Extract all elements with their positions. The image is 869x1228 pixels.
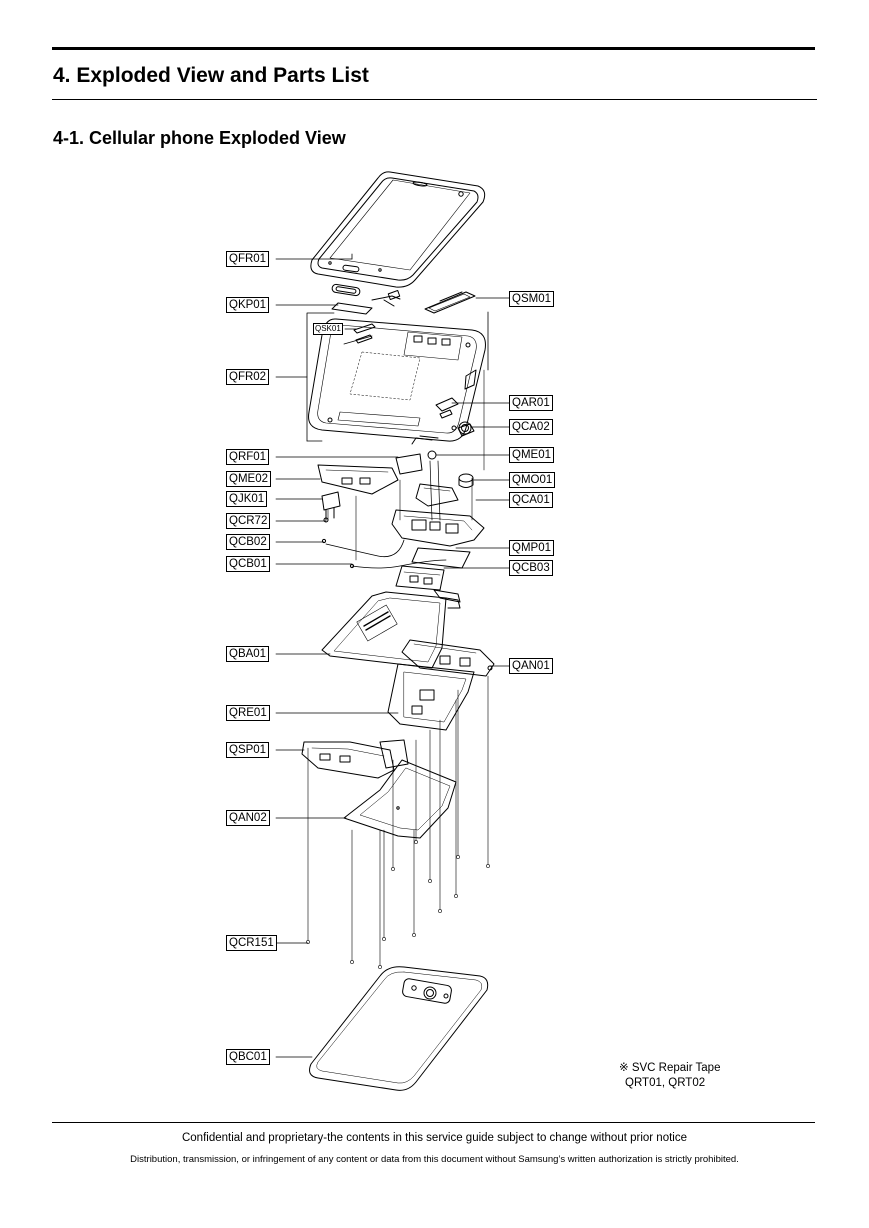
- section-title-rule: [52, 99, 817, 100]
- sim-tray: [424, 291, 476, 314]
- rear-camera-parts: [411, 369, 477, 445]
- motor-and-coax: [427, 450, 474, 521]
- part-label-qcb01: QCB01: [226, 556, 270, 572]
- repair-tape-note: ※ SVC Repair Tape QRT01, QRT02: [619, 1061, 720, 1091]
- part-label-qca01: QCA01: [509, 492, 553, 508]
- main-pcb: [391, 483, 485, 603]
- coax-cable: [325, 539, 447, 569]
- rear-bracket: [387, 663, 475, 731]
- part-label-qbc01: QBC01: [226, 1049, 270, 1065]
- part-label-qsp01: QSP01: [226, 742, 270, 758]
- back-cover: [309, 966, 489, 1091]
- part-label-qmo01: QMO01: [509, 472, 556, 488]
- home-key-assembly: [331, 283, 401, 315]
- wireless-charging-coil: [343, 759, 457, 839]
- battery: [321, 591, 461, 669]
- upper-antenna-bracket: [401, 639, 495, 677]
- receiver-speaker: [353, 323, 376, 344]
- part-label-qcb03: QCB03: [509, 560, 553, 576]
- part-label-qar01: QAR01: [509, 395, 553, 411]
- part-label-qre01: QRE01: [226, 705, 270, 721]
- part-label-qan01: QAN01: [509, 658, 553, 674]
- part-label-qjk01: QJK01: [226, 491, 268, 507]
- front-bracket-frame: [308, 318, 486, 442]
- repair-tape-note-line1: ※ SVC Repair Tape: [619, 1062, 721, 1074]
- part-label-qba01: QBA01: [226, 646, 270, 662]
- header-top-rule: [52, 47, 815, 50]
- part-label-qcb02: QCB02: [226, 534, 270, 550]
- repair-tape-note-line2: QRT01, QRT02: [625, 1077, 706, 1089]
- part-label-qrf01: QRF01: [226, 449, 270, 465]
- section-title: 4. Exploded View and Parts List: [53, 64, 369, 87]
- part-label-qsm01: QSM01: [509, 291, 554, 307]
- part-label-qca02: QCA02: [509, 419, 553, 435]
- part-label-qfr01: QFR01: [226, 251, 270, 267]
- part-label-qsk01: QSK01: [313, 323, 343, 335]
- footer-confidential: Confidential and proprietary-the content…: [181, 1132, 687, 1144]
- part-label-qcr151: QCR151: [226, 935, 277, 951]
- part-label-qmp01: QMP01: [509, 540, 554, 556]
- part-label-qcr72: QCR72: [226, 513, 271, 529]
- part-label-qfr02: QFR02: [226, 369, 270, 385]
- front-display-glass: [310, 171, 486, 288]
- part-label-qme02: QME02: [226, 471, 271, 487]
- footer-distribution: Distribution, transmission, or infringem…: [130, 1154, 739, 1165]
- leader-lines: [275, 253, 511, 1058]
- subsection-title: 4-1. Cellular phone Exploded View: [53, 128, 346, 148]
- part-label-qkp01: QKP01: [226, 297, 270, 313]
- loudspeaker-module: [301, 739, 409, 779]
- sub-pcb-connectors: [317, 453, 423, 544]
- screws: [306, 369, 490, 969]
- footer-rule: [52, 1122, 815, 1123]
- part-label-qme01: QME01: [509, 447, 554, 463]
- part-label-qan02: QAN02: [226, 810, 270, 826]
